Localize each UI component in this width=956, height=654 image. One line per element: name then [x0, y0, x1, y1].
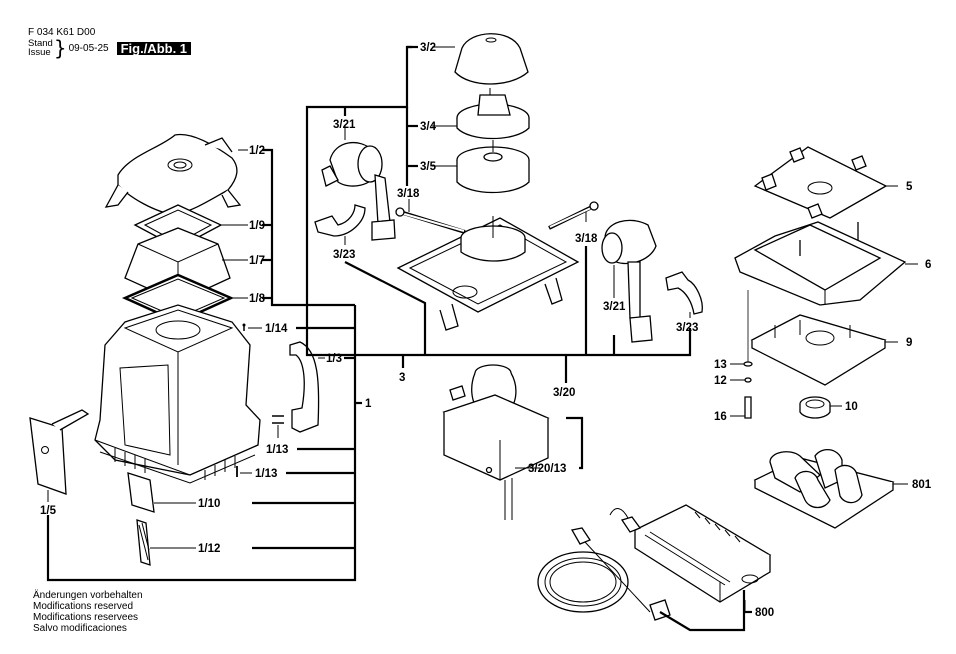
- label-1[interactable]: 1: [365, 398, 372, 410]
- part-3-23-left-clip: [314, 204, 366, 245]
- issue-label: Issue: [28, 47, 51, 58]
- part-10-nut: [799, 396, 842, 419]
- issue-date: 09-05-25: [68, 42, 109, 54]
- part-9-base: [750, 314, 898, 386]
- part-3-base-frame: [396, 216, 580, 331]
- part-800-charger: [537, 504, 772, 632]
- part-3-23-right-clip: [665, 271, 703, 318]
- label-3-18-left[interactable]: 3/18: [397, 188, 420, 200]
- label-3-18-right[interactable]: 3/18: [575, 233, 598, 245]
- figure-label: Fig./Abb. 1: [116, 41, 192, 55]
- part-1-13-screws: [236, 415, 284, 477]
- notice-es: Salvo modificaciones: [33, 623, 127, 634]
- document-header: F 034 K61 D00 Stand Issue } 09-05-25 Fig…: [28, 27, 192, 60]
- part-5-top-plate: [753, 146, 898, 219]
- label-1-2[interactable]: 1/2: [249, 145, 265, 157]
- label-1-8[interactable]: 1/8: [249, 293, 266, 305]
- part-3-21-right-motor: [601, 219, 657, 343]
- stand-label: Stand: [28, 38, 53, 49]
- part-3-21-left-motor: [321, 125, 396, 241]
- notice-fr: Modifications reservees: [33, 612, 139, 623]
- stand-issue-label: Stand Issue: [28, 38, 53, 58]
- part-3-18-pins: [395, 199, 599, 234]
- label-801[interactable]: 801: [912, 479, 932, 491]
- part-labels: 1/2 1/9 1/7 1/8 1/14 1/3 1 1/13 1/13 1/1…: [40, 42, 932, 619]
- label-9[interactable]: 9: [906, 337, 912, 349]
- label-1-13-upper[interactable]: 1/13: [266, 444, 288, 456]
- notice-de: Änderungen vorbehalten: [33, 590, 143, 601]
- part-1-12-grille: [136, 519, 196, 566]
- label-16[interactable]: 16: [714, 411, 727, 423]
- label-5[interactable]: 5: [906, 181, 913, 193]
- part-1-5-plate: [29, 409, 90, 502]
- label-3-20[interactable]: 3/20: [553, 387, 575, 399]
- label-1-13-lower[interactable]: 1/13: [255, 468, 277, 480]
- parts-13-12-16-fasteners: [730, 361, 753, 419]
- part-6-housing: [734, 221, 918, 362]
- label-1-14[interactable]: 1/14: [265, 323, 288, 335]
- part-1-14-screw: [242, 323, 262, 331]
- label-1-7[interactable]: 1/7: [249, 255, 265, 267]
- part-1-10-window: [127, 472, 196, 513]
- label-3-4[interactable]: 3/4: [420, 121, 437, 133]
- label-3-20-13[interactable]: 3/20/13: [528, 463, 566, 475]
- part-3-5-motor: [432, 140, 530, 194]
- label-6[interactable]: 6: [925, 259, 931, 271]
- part-1-2-top-cover: [104, 133, 248, 240]
- part-1-main-housing: [94, 304, 261, 484]
- label-1-12[interactable]: 1/12: [198, 543, 220, 555]
- label-12[interactable]: 12: [714, 375, 727, 387]
- label-3-23-left[interactable]: 3/23: [333, 249, 355, 261]
- label-3-21-right[interactable]: 3/21: [603, 301, 626, 313]
- label-1-9[interactable]: 1/9: [249, 220, 265, 232]
- label-1-10[interactable]: 1/10: [198, 498, 220, 510]
- label-3-23-right[interactable]: 3/23: [676, 322, 698, 334]
- part-801-battery-pack: [753, 449, 908, 529]
- group-3-bracket-lines: [305, 45, 692, 470]
- part-1-7-lens-housing: [124, 227, 248, 303]
- label-1-3[interactable]: 1/3: [326, 353, 342, 365]
- label-10[interactable]: 10: [845, 401, 858, 413]
- label-3-2[interactable]: 3/2: [420, 42, 436, 54]
- label-800[interactable]: 800: [755, 607, 774, 619]
- label-3[interactable]: 3: [399, 372, 405, 384]
- part-3-2-cap: [432, 33, 529, 85]
- brace-glyph: }: [53, 36, 67, 60]
- part-3-4-rotor-head: [432, 88, 530, 140]
- label-3-5[interactable]: 3/5: [420, 161, 437, 173]
- label-3-21-left[interactable]: 3/21: [333, 119, 356, 131]
- label-1-5[interactable]: 1/5: [40, 505, 57, 517]
- document-code: F 034 K61 D00: [28, 27, 96, 38]
- notice-en: Modifications reserved: [33, 601, 134, 612]
- label-13[interactable]: 13: [714, 359, 727, 371]
- modifications-notice: Änderungen vorbehalten Modifications res…: [33, 590, 143, 634]
- part-3-20-laser-module: [442, 364, 550, 520]
- group-1-bracket-lines: [46, 148, 362, 582]
